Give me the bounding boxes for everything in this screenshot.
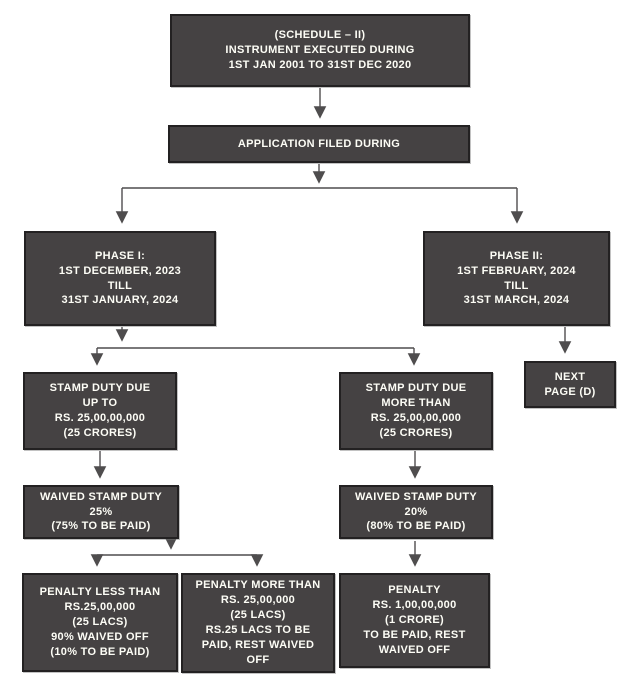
node-phase-1: PHASE I: 1ST DECEMBER, 2023 TILL 31ST JA… bbox=[24, 231, 216, 326]
node-next-page: NEXT PAGE (D) bbox=[524, 361, 616, 408]
node-penalty-1-crore: PENALTY RS. 1,00,00,000 (1 CRORE) TO BE … bbox=[339, 573, 490, 668]
node-penalty-less-than: PENALTY LESS THAN RS.25,00,000 (25 LACS)… bbox=[22, 573, 178, 672]
node-phase-2: PHASE II: 1ST FEBRUARY, 2024 TILL 31ST M… bbox=[423, 231, 610, 326]
node-waived-stamp-duty-25: WAIVED STAMP DUTY 25% (75% TO BE PAID) bbox=[23, 485, 179, 539]
node-waived-stamp-duty-20: WAIVED STAMP DUTY 20% (80% TO BE PAID) bbox=[339, 485, 493, 539]
node-stamp-duty-more-than: STAMP DUTY DUE MORE THAN RS. 25,00,00,00… bbox=[339, 372, 493, 450]
node-schedule: (SCHEDULE – II) INSTRUMENT EXECUTED DURI… bbox=[170, 14, 470, 87]
node-stamp-duty-up-to: STAMP DUTY DUE UP TO RS. 25,00,00,000 (2… bbox=[23, 372, 177, 450]
node-penalty-more-than: PENALTY MORE THAN RS. 25,00,000 (25 LACS… bbox=[181, 573, 335, 673]
node-application-filed: APPLICATION FILED DURING bbox=[168, 125, 470, 163]
